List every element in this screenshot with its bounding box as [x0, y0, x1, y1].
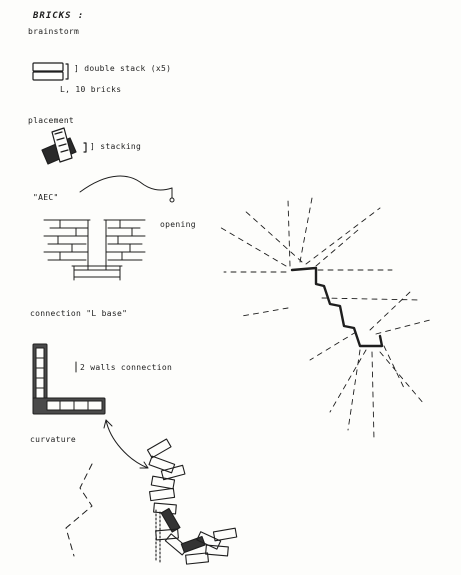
double-stack-brick-icon — [33, 63, 68, 80]
aec-brick-wall — [44, 220, 145, 280]
curved-arrow — [80, 176, 174, 202]
sheet-title: BRICKS : — [33, 11, 85, 21]
aec-label: "AEC" — [33, 193, 59, 202]
connection-label: connection "L base" — [30, 309, 128, 318]
stacking-label: ] stacking — [90, 142, 142, 151]
opening-label: opening — [160, 220, 196, 229]
bricks-count-label: L, 10 bricks — [60, 85, 122, 94]
curvature-brick-stack — [147, 439, 236, 564]
placement-label: placement — [28, 116, 75, 125]
curvature-label: curvature — [30, 435, 77, 444]
walls-connection-label: 2 walls connection — [80, 363, 173, 372]
double-arrow — [104, 420, 148, 468]
stacking-brick-icon — [42, 128, 86, 164]
sheet-subtitle: brainstorm — [28, 27, 80, 36]
radiating-view-lines — [218, 198, 430, 440]
staircase-wall — [292, 268, 382, 346]
l-base-connection — [33, 344, 105, 414]
double-stack-label: ] double stack (x5) — [74, 64, 172, 73]
curvature-dashed-line — [66, 464, 92, 556]
